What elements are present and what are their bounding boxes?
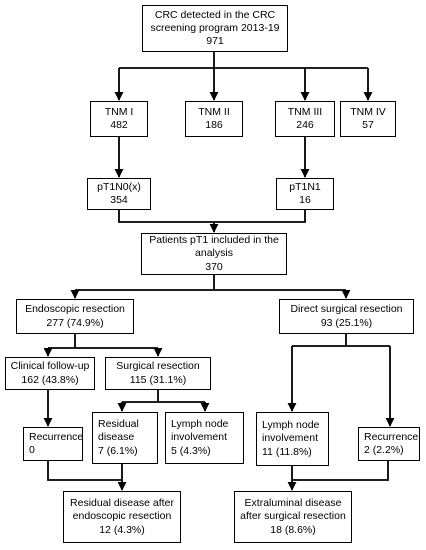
endoscopic-resection-label: Endoscopic resection: [25, 303, 125, 316]
residual-disease-line2: disease: [98, 431, 135, 444]
surgical-resection-box: Surgical resection 115 (31.1%): [105, 357, 211, 390]
pt1n1-label: pT1N1: [289, 180, 321, 193]
tnm-i-box: TNM I 482: [90, 101, 148, 137]
residual-after-line2: endoscopic resection: [72, 510, 172, 523]
clinical-followup-box: Clinical follow-up 162 (43.8%): [5, 357, 95, 390]
surgical-resection-label: Surgical resection: [116, 360, 200, 373]
recurrence-direct-label: Recurrence: [364, 430, 419, 443]
tnm-iii-label: TNM III: [287, 105, 323, 118]
lymph-node-surgical-line1: Lymph node: [171, 418, 229, 431]
extraluminal-count: 18 (8.6%): [270, 523, 316, 536]
pt1-included-line1: Patients pT1 included in the: [149, 234, 279, 247]
lymph-node-surgical-count: 5 (4.3%): [171, 444, 211, 457]
residual-disease-line1: Residual: [98, 418, 139, 431]
clinical-followup-count: 162 (43.8%): [21, 373, 79, 386]
pt1n1-box: pT1N1 16: [276, 178, 334, 210]
residual-after-count: 12 (4.3%): [99, 523, 145, 536]
crc-detected-line1: CRC detected in the CRC: [154, 8, 276, 21]
extraluminal-line1: Extraluminal disease: [244, 497, 342, 510]
tnm-ii-count: 186: [205, 119, 223, 131]
crc-detected-box: CRC detected in the CRC screening progra…: [142, 5, 288, 52]
tnm-ii-box: TNM II 186: [185, 101, 243, 137]
lymph-node-surgical-line2: involvement: [171, 431, 228, 444]
lymph-node-direct-count: 11 (11.8%): [262, 445, 312, 458]
residual-disease-box: Residual disease 7 (6.1%): [92, 412, 158, 464]
endoscopic-resection-box: Endoscopic resection 277 (74.9%): [16, 299, 134, 334]
pt1n0x-box: pT1N0(x) 354: [87, 178, 151, 210]
direct-surgical-count: 93 (25.1%): [320, 316, 373, 329]
recurrence-endoscopic-count: 0: [29, 444, 35, 456]
tnm-ii-label: TNM II: [198, 105, 230, 118]
recurrence-endoscopic-box: Recurrence 0: [23, 427, 83, 461]
endoscopic-resection-count: 277 (74.9%): [46, 316, 104, 329]
crc-detected-count: 971: [206, 35, 224, 48]
lymph-node-direct-line1: Lymph node: [262, 419, 320, 432]
tnm-iv-label: TNM IV: [350, 105, 386, 118]
extraluminal-line2: after surgical resection: [240, 510, 346, 523]
tnm-iv-box: TNM IV 57: [340, 101, 396, 137]
tnm-iii-count: 246: [296, 119, 314, 131]
direct-surgical-label: Direct surgical resection: [290, 303, 403, 316]
lymph-node-surgical-box: Lymph node involvement 5 (4.3%): [165, 412, 244, 464]
residual-after-line1: Residual disease after: [70, 497, 174, 510]
pt1n0x-count: 354: [110, 194, 128, 206]
recurrence-direct-count: 2 (2.2%): [364, 444, 404, 456]
pt1n0x-label: pT1N0(x): [97, 180, 141, 193]
recurrence-endoscopic-label: Recurrence: [29, 430, 84, 443]
clinical-followup-label: Clinical follow-up: [10, 360, 90, 373]
lymph-node-direct-line2: involvement: [262, 432, 319, 445]
tnm-iv-count: 57: [362, 119, 374, 131]
pt1-included-line2: analysis: [195, 247, 233, 260]
pt1-included-count: 370: [205, 260, 223, 273]
recurrence-direct-box: Recurrence 2 (2.2%): [358, 427, 420, 461]
extraluminal-disease-box: Extraluminal disease after surgical rese…: [234, 491, 352, 543]
residual-after-endoscopic-box: Residual disease after endoscopic resect…: [63, 491, 181, 543]
surgical-resection-count: 115 (31.1%): [129, 373, 187, 386]
crc-detected-line2: screening program 2013-19: [150, 21, 280, 34]
pt1-included-box: Patients pT1 included in the analysis 37…: [141, 233, 287, 275]
direct-surgical-box: Direct surgical resection 93 (25.1%): [279, 299, 414, 334]
pt1n1-count: 16: [299, 194, 311, 206]
residual-disease-count: 7 (6.1%): [98, 444, 138, 457]
tnm-iii-box: TNM III 246: [275, 101, 335, 137]
lymph-node-direct-box: Lymph node involvement 11 (11.8%): [256, 412, 329, 466]
tnm-i-label: TNM I: [104, 105, 134, 118]
tnm-i-count: 482: [110, 119, 128, 131]
